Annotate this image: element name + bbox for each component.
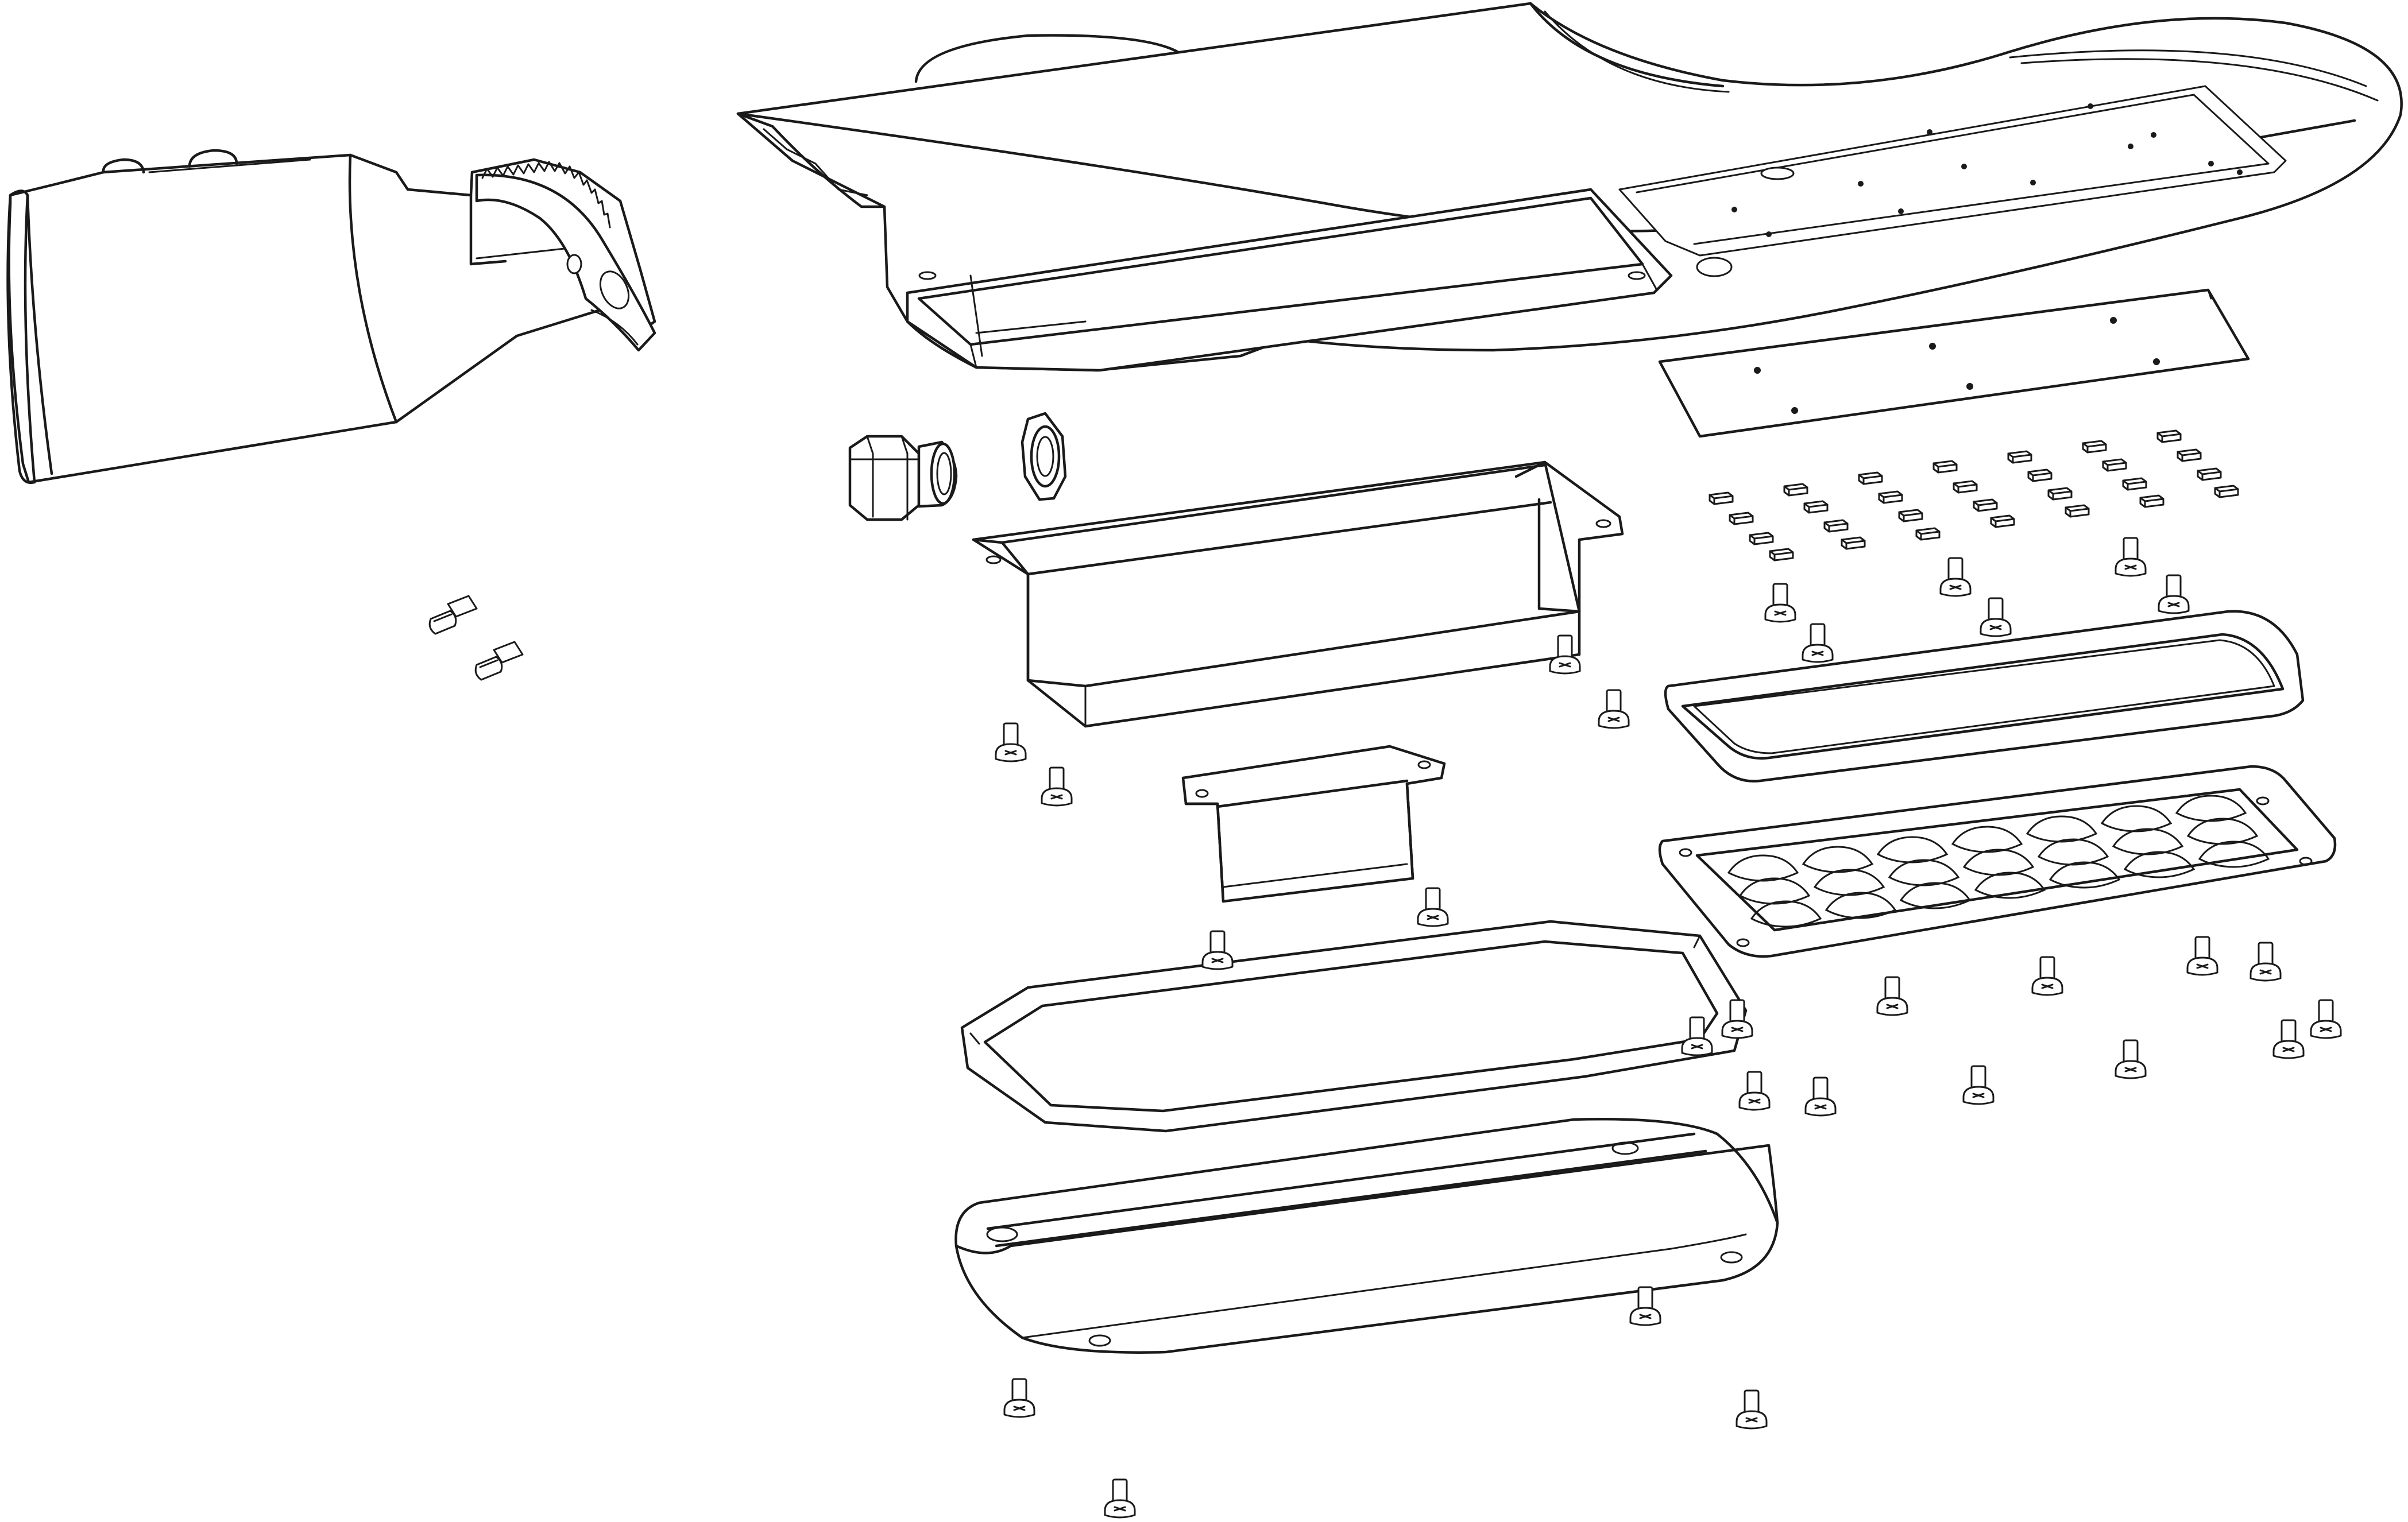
led-driver [1181,745,1446,903]
cable-gland [848,435,958,521]
gasket-frame [960,920,1748,1133]
luminaire-housing [736,2,2403,372]
lens-array [1658,765,2337,958]
driver-bracket [972,460,1624,728]
bottom-cover [954,1118,1779,1354]
reflector-gasket-frame [1664,610,2305,783]
heat-spreader-plate [1658,288,2250,438]
gland-nut [1021,412,1067,501]
mount-screws [428,595,524,681]
led-chips [1709,429,2239,561]
pole-mount-arm [6,149,656,485]
